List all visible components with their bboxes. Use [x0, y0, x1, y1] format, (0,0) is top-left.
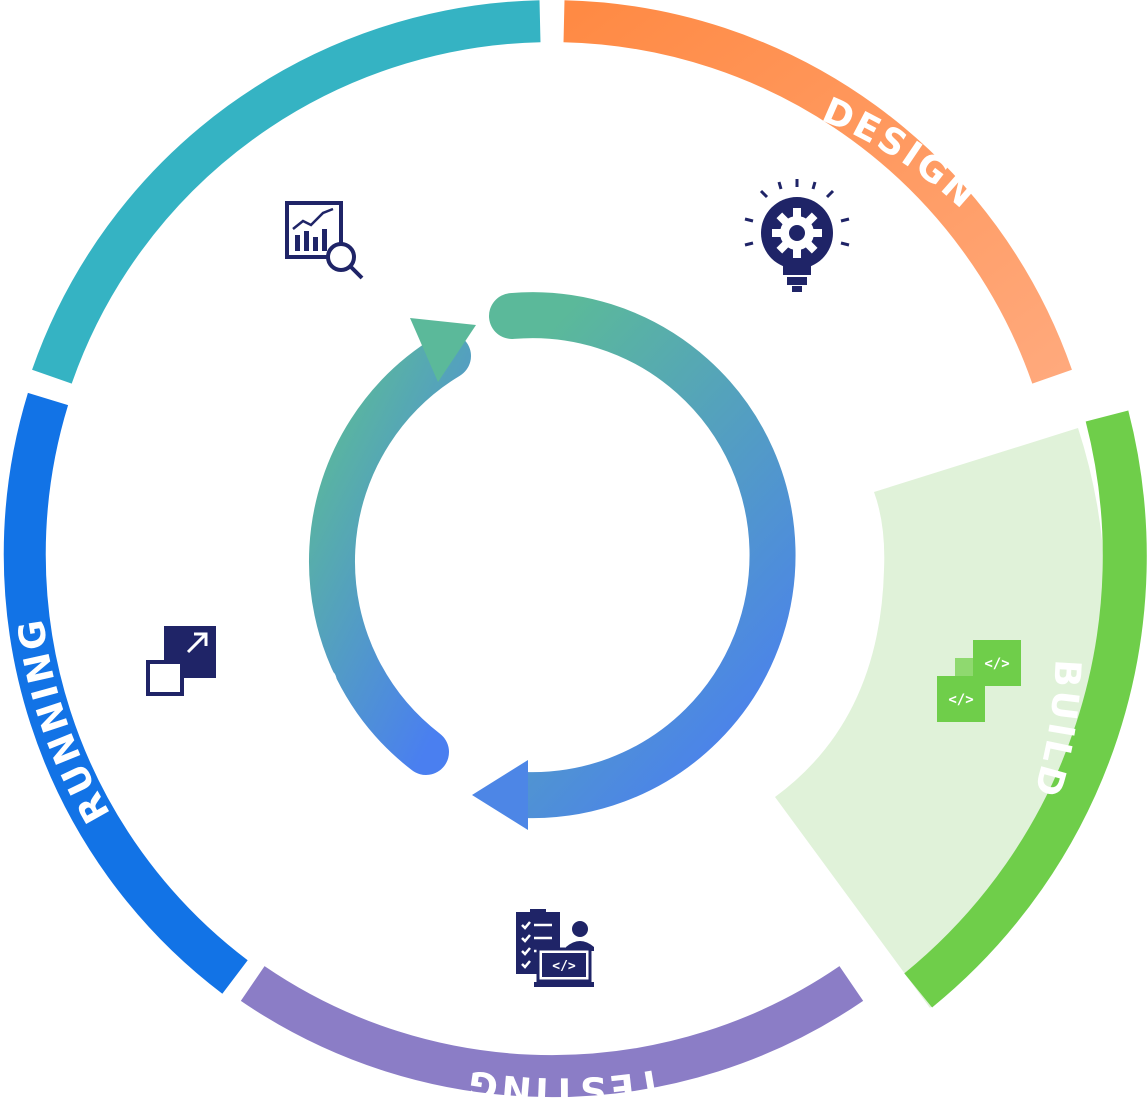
code-windows-icon: </> </> — [937, 640, 1021, 722]
svg-text:</>: </> — [984, 656, 1009, 672]
inner-cycle: DIGITAL GARAGE PROCESS SERVICE CAPABILIT… — [290, 292, 831, 830]
segment-learn[interactable]: LEARN — [32, 0, 541, 384]
digital-garage-process-arrow — [489, 292, 796, 819]
service-capabilities-arrow — [309, 333, 471, 775]
segment-testing[interactable]: TESTING — [240, 966, 864, 1105]
lightbulb-gear-icon — [744, 179, 850, 292]
scale-expand-icon — [146, 626, 216, 696]
segment-running[interactable]: RUNNING — [3, 392, 248, 994]
design-label: DESIGN — [817, 90, 986, 218]
analytics-chart-magnifier-icon — [285, 201, 364, 280]
service-capabilities-arrowhead — [410, 318, 476, 382]
svg-text:</>: </> — [552, 959, 576, 974]
checklist-developer-icon: </> — [516, 909, 594, 987]
svg-text:</>: </> — [948, 692, 973, 708]
digital-garage-process-arrowhead — [472, 760, 528, 830]
